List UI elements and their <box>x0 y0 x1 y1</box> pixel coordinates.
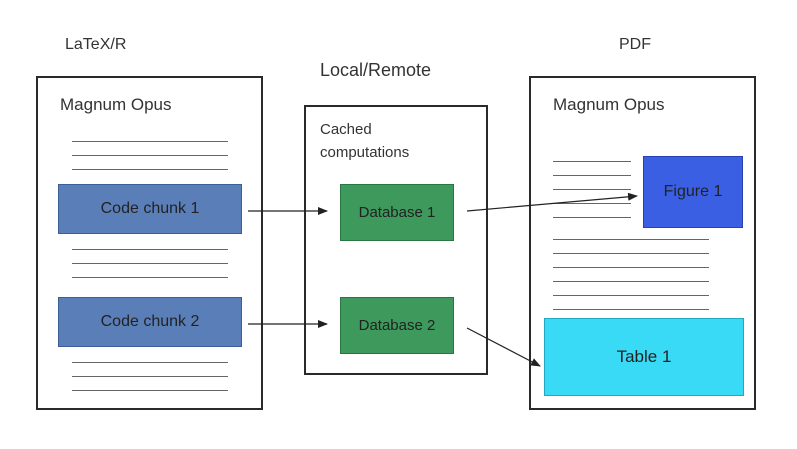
text-lines <box>72 249 228 291</box>
text-lines <box>553 161 631 231</box>
cache-caption-line1: Cached <box>320 121 372 138</box>
cache-caption-line2: computations <box>320 144 410 161</box>
text-lines <box>553 239 709 323</box>
output-document-panel: Magnum Opus Figure 1 Table 1 <box>529 76 756 410</box>
table-1: Table 1 <box>544 318 744 396</box>
database-2: Database 2 <box>340 297 454 354</box>
code-chunk-1: Code chunk 1 <box>58 184 242 234</box>
text-lines <box>72 362 228 404</box>
source-document-title: Magnum Opus <box>60 95 172 114</box>
heading-local-remote: Local/Remote <box>320 60 432 80</box>
arrow-db2-to-table <box>466 327 541 367</box>
cache-panel: Cached computations Database 1 Database … <box>304 105 488 375</box>
heading-pdf: PDF <box>619 36 651 53</box>
figure-1: Figure 1 <box>643 156 743 228</box>
database-1: Database 1 <box>340 184 454 241</box>
source-document-panel: Magnum Opus Code chunk 1 Code chunk 2 <box>36 76 263 410</box>
arrow-db1-to-figure <box>466 192 638 212</box>
output-document-title: Magnum Opus <box>553 95 665 114</box>
text-lines <box>72 141 228 183</box>
code-chunk-2: Code chunk 2 <box>58 297 242 347</box>
heading-latex-r: LaTeX/R <box>65 36 127 53</box>
